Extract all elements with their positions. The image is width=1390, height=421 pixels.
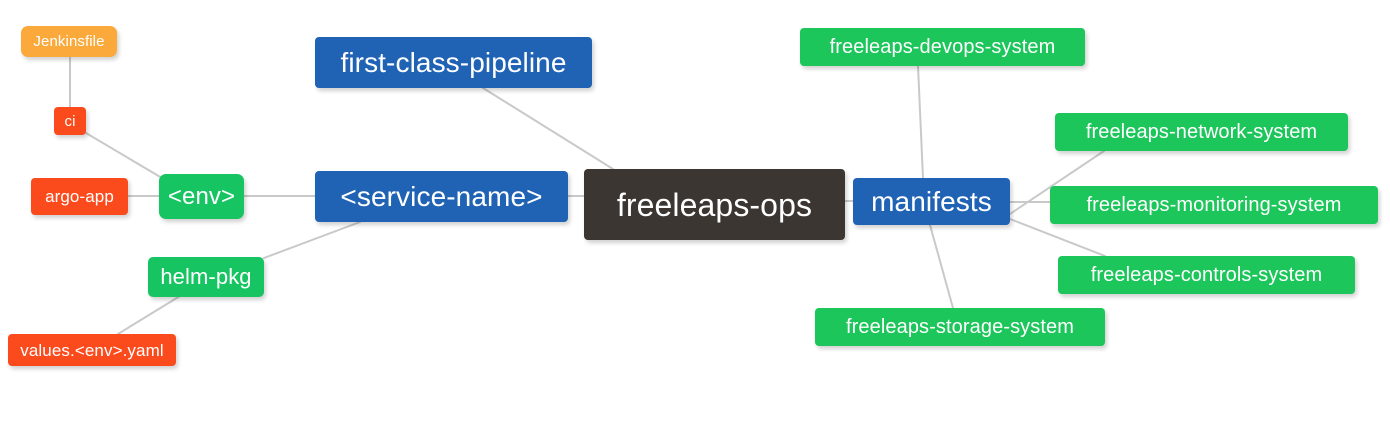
node-network-system[interactable]: freeleaps-network-system	[1055, 113, 1348, 151]
node-label: freeleaps-devops-system	[829, 36, 1056, 58]
node-helm-pkg[interactable]: helm-pkg	[148, 257, 264, 297]
node-monitoring-system[interactable]: freeleaps-monitoring-system	[1050, 186, 1378, 224]
node-label: freeleaps-controls-system	[1090, 264, 1323, 286]
edge-manifests-to-network-system	[1009, 150, 1105, 215]
node-label: <service-name>	[340, 180, 543, 212]
edge-manifests-to-devops-system	[917, 65, 924, 179]
node-controls-system[interactable]: freeleaps-controls-system	[1058, 256, 1355, 294]
node-label: first-class-pipeline	[340, 46, 567, 78]
node-label: freeleaps-storage-system	[845, 316, 1075, 338]
node-devops-system[interactable]: freeleaps-devops-system	[800, 28, 1085, 66]
node-label: Jenkinsfile	[33, 33, 105, 50]
node-storage-system[interactable]: freeleaps-storage-system	[815, 308, 1105, 346]
edge-manifests-to-controls-system	[1009, 218, 1106, 257]
node-label: ci	[64, 112, 76, 130]
edge-ci-to-env	[85, 132, 163, 179]
edge-helm-pkg-to-values-yaml	[117, 295, 181, 335]
node-label: freeleaps-ops	[616, 186, 813, 223]
node-label: <env>	[167, 182, 236, 210]
node-jenkinsfile[interactable]: Jenkinsfile	[21, 26, 117, 57]
node-service-name[interactable]: <service-name>	[315, 171, 568, 222]
node-label: freeleaps-network-system	[1085, 121, 1318, 143]
node-env[interactable]: <env>	[159, 174, 244, 219]
node-label: values.<env>.yaml	[20, 340, 164, 360]
edge-first-class-to-freeleaps-ops	[482, 87, 614, 170]
node-first-class[interactable]: first-class-pipeline	[315, 37, 592, 88]
edge-manifests-to-storage-system	[929, 224, 954, 309]
node-label: freeleaps-monitoring-system	[1086, 194, 1342, 216]
node-label: argo-app	[45, 187, 114, 206]
edge-service-name-to-helm-pkg	[263, 221, 361, 259]
node-manifests[interactable]: manifests	[853, 178, 1010, 225]
node-freeleaps-ops[interactable]: freeleaps-ops	[584, 169, 845, 240]
node-label: manifests	[871, 185, 992, 217]
node-label: helm-pkg	[160, 264, 252, 289]
node-argo-app[interactable]: argo-app	[31, 178, 128, 215]
node-values-yaml[interactable]: values.<env>.yaml	[8, 334, 176, 366]
node-ci[interactable]: ci	[54, 107, 86, 135]
